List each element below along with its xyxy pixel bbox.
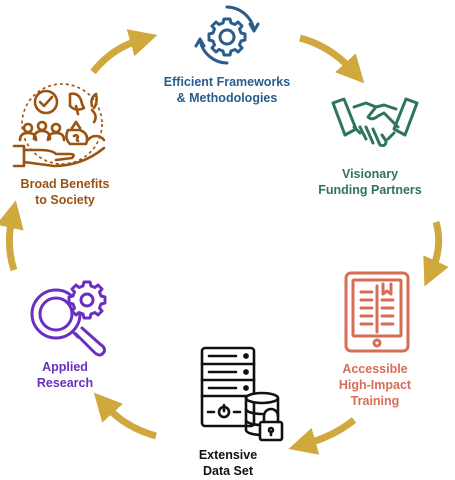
arrow-dataset-to-research (93, 392, 157, 440)
dataset-label: Extensive Data Set (168, 447, 288, 479)
society-label: Broad Benefits to Society (0, 176, 130, 208)
training-label-line3: Training (350, 394, 400, 408)
funding-label: Visionary Funding Partners (285, 166, 455, 198)
arrow-society-to-frameworks (90, 29, 158, 75)
society-label-line1: Broad Benefits (20, 177, 110, 191)
funding-label-line2: Funding Partners (318, 183, 422, 197)
frameworks-label: Efficient Frameworks & Methodologies (127, 74, 327, 106)
research-label-line2: Research (36, 376, 94, 390)
research-label-line1: Applied (42, 360, 88, 374)
training-label: Accessible High-Impact Training (300, 361, 450, 409)
magnifier-gear-icon (30, 280, 107, 357)
gear-cycle-icon (194, 5, 260, 65)
funding-label-line1: Visionary (341, 167, 399, 181)
handshake-icon (331, 97, 419, 147)
dataset-label-line1: Extensive (198, 448, 258, 462)
research-label: Applied Research (10, 359, 120, 391)
arrow-training-to-dataset (288, 417, 357, 455)
tablet-book-icon (344, 271, 410, 353)
society-label-line2: to Society (35, 193, 95, 207)
frameworks-label-line1: Efficient Frameworks (163, 75, 291, 89)
server-lock-icon (200, 346, 284, 442)
frameworks-label-line2: & Methodologies (176, 91, 278, 105)
training-label-line2: High-Impact (338, 378, 412, 392)
arrow-funding-to-training (423, 221, 449, 287)
hand-benefits-icon (12, 83, 106, 168)
training-label-line1: Accessible (342, 362, 408, 376)
arrow-research-to-society (0, 200, 24, 272)
dataset-label-line2: Data Set (202, 464, 254, 478)
arrow-frameworks-to-funding (299, 34, 365, 84)
